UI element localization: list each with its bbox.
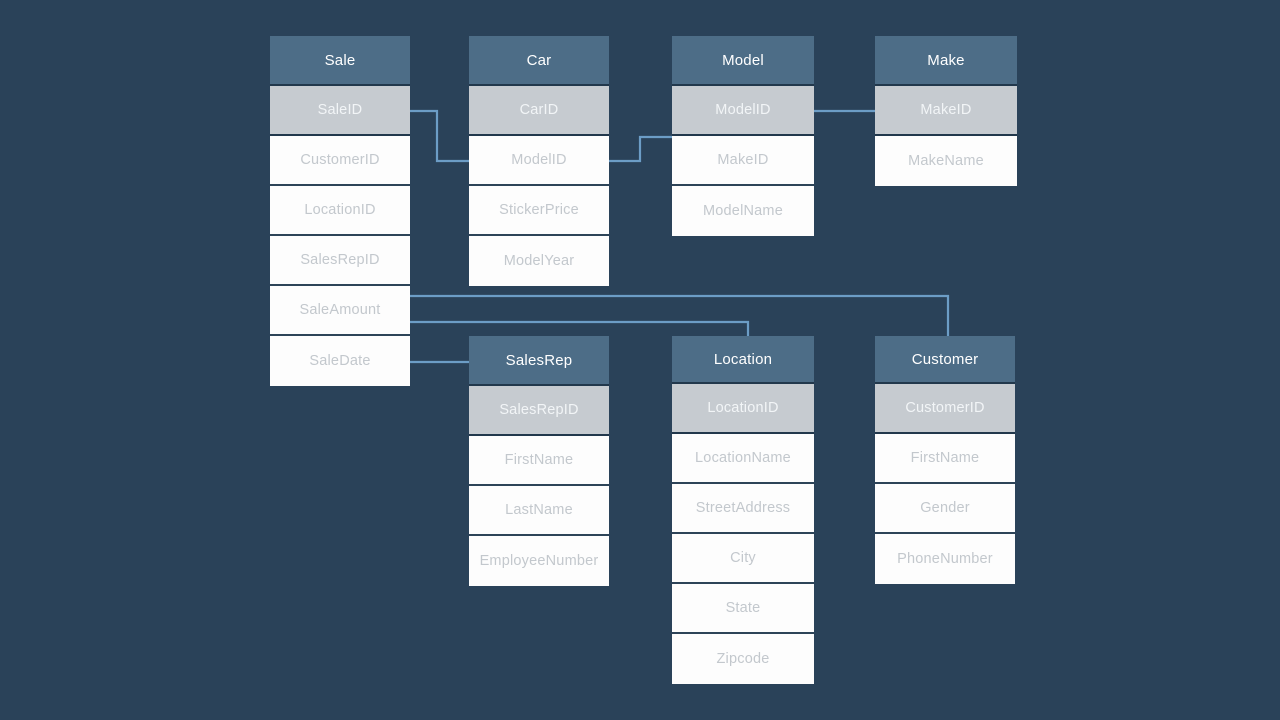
field-salesrep-firstname[interactable]: FirstName bbox=[469, 436, 609, 486]
field-sale-salesrepid[interactable]: SalesRepID bbox=[270, 236, 410, 286]
field-sale-saledate[interactable]: SaleDate bbox=[270, 336, 410, 386]
field-salesrep-employeenumber[interactable]: EmployeeNumber bbox=[469, 536, 609, 586]
field-location-streetaddress[interactable]: StreetAddress bbox=[672, 484, 814, 534]
entity-header-sale: Sale bbox=[270, 36, 410, 86]
entity-header-salesrep: SalesRep bbox=[469, 336, 609, 386]
field-model-makeid[interactable]: MakeID bbox=[672, 136, 814, 186]
entity-header-car: Car bbox=[469, 36, 609, 86]
field-customer-gender[interactable]: Gender bbox=[875, 484, 1015, 534]
field-location-locationname[interactable]: LocationName bbox=[672, 434, 814, 484]
field-car-stickerprice[interactable]: StickerPrice bbox=[469, 186, 609, 236]
entity-header-make: Make bbox=[875, 36, 1017, 86]
primary-key-field-sale-saleid[interactable]: SaleID bbox=[270, 86, 410, 136]
relationship-car-modelid-to-model-modelid bbox=[609, 135, 672, 163]
primary-key-field-car-carid[interactable]: CarID bbox=[469, 86, 609, 136]
field-location-zipcode[interactable]: Zipcode bbox=[672, 634, 814, 684]
field-customer-firstname[interactable]: FirstName bbox=[875, 434, 1015, 484]
primary-key-field-make-makeid[interactable]: MakeID bbox=[875, 86, 1017, 136]
field-car-modelid[interactable]: ModelID bbox=[469, 136, 609, 186]
field-location-city[interactable]: City bbox=[672, 534, 814, 584]
primary-key-field-customer-customerid[interactable]: CustomerID bbox=[875, 384, 1015, 434]
field-salesrep-lastname[interactable]: LastName bbox=[469, 486, 609, 536]
relationship-sale-customerid-to-customer bbox=[410, 294, 950, 336]
field-model-modelname[interactable]: ModelName bbox=[672, 186, 814, 236]
field-sale-customerid[interactable]: CustomerID bbox=[270, 136, 410, 186]
field-location-state[interactable]: State bbox=[672, 584, 814, 634]
primary-key-field-model-modelid[interactable]: ModelID bbox=[672, 86, 814, 136]
field-customer-phonenumber[interactable]: PhoneNumber bbox=[875, 534, 1015, 584]
entity-header-customer: Customer bbox=[875, 336, 1015, 384]
field-car-modelyear[interactable]: ModelYear bbox=[469, 236, 609, 286]
primary-key-field-location-locationid[interactable]: LocationID bbox=[672, 384, 814, 434]
entity-header-location: Location bbox=[672, 336, 814, 384]
field-sale-locationid[interactable]: LocationID bbox=[270, 186, 410, 236]
relationship-car-modelid-to-sale-saleid bbox=[410, 109, 469, 163]
primary-key-field-salesrep-salesrepid[interactable]: SalesRepID bbox=[469, 386, 609, 436]
field-make-makename[interactable]: MakeName bbox=[875, 136, 1017, 186]
entity-header-model: Model bbox=[672, 36, 814, 86]
relationship-sale-locationid-to-location bbox=[410, 320, 750, 336]
field-sale-saleamount[interactable]: SaleAmount bbox=[270, 286, 410, 336]
